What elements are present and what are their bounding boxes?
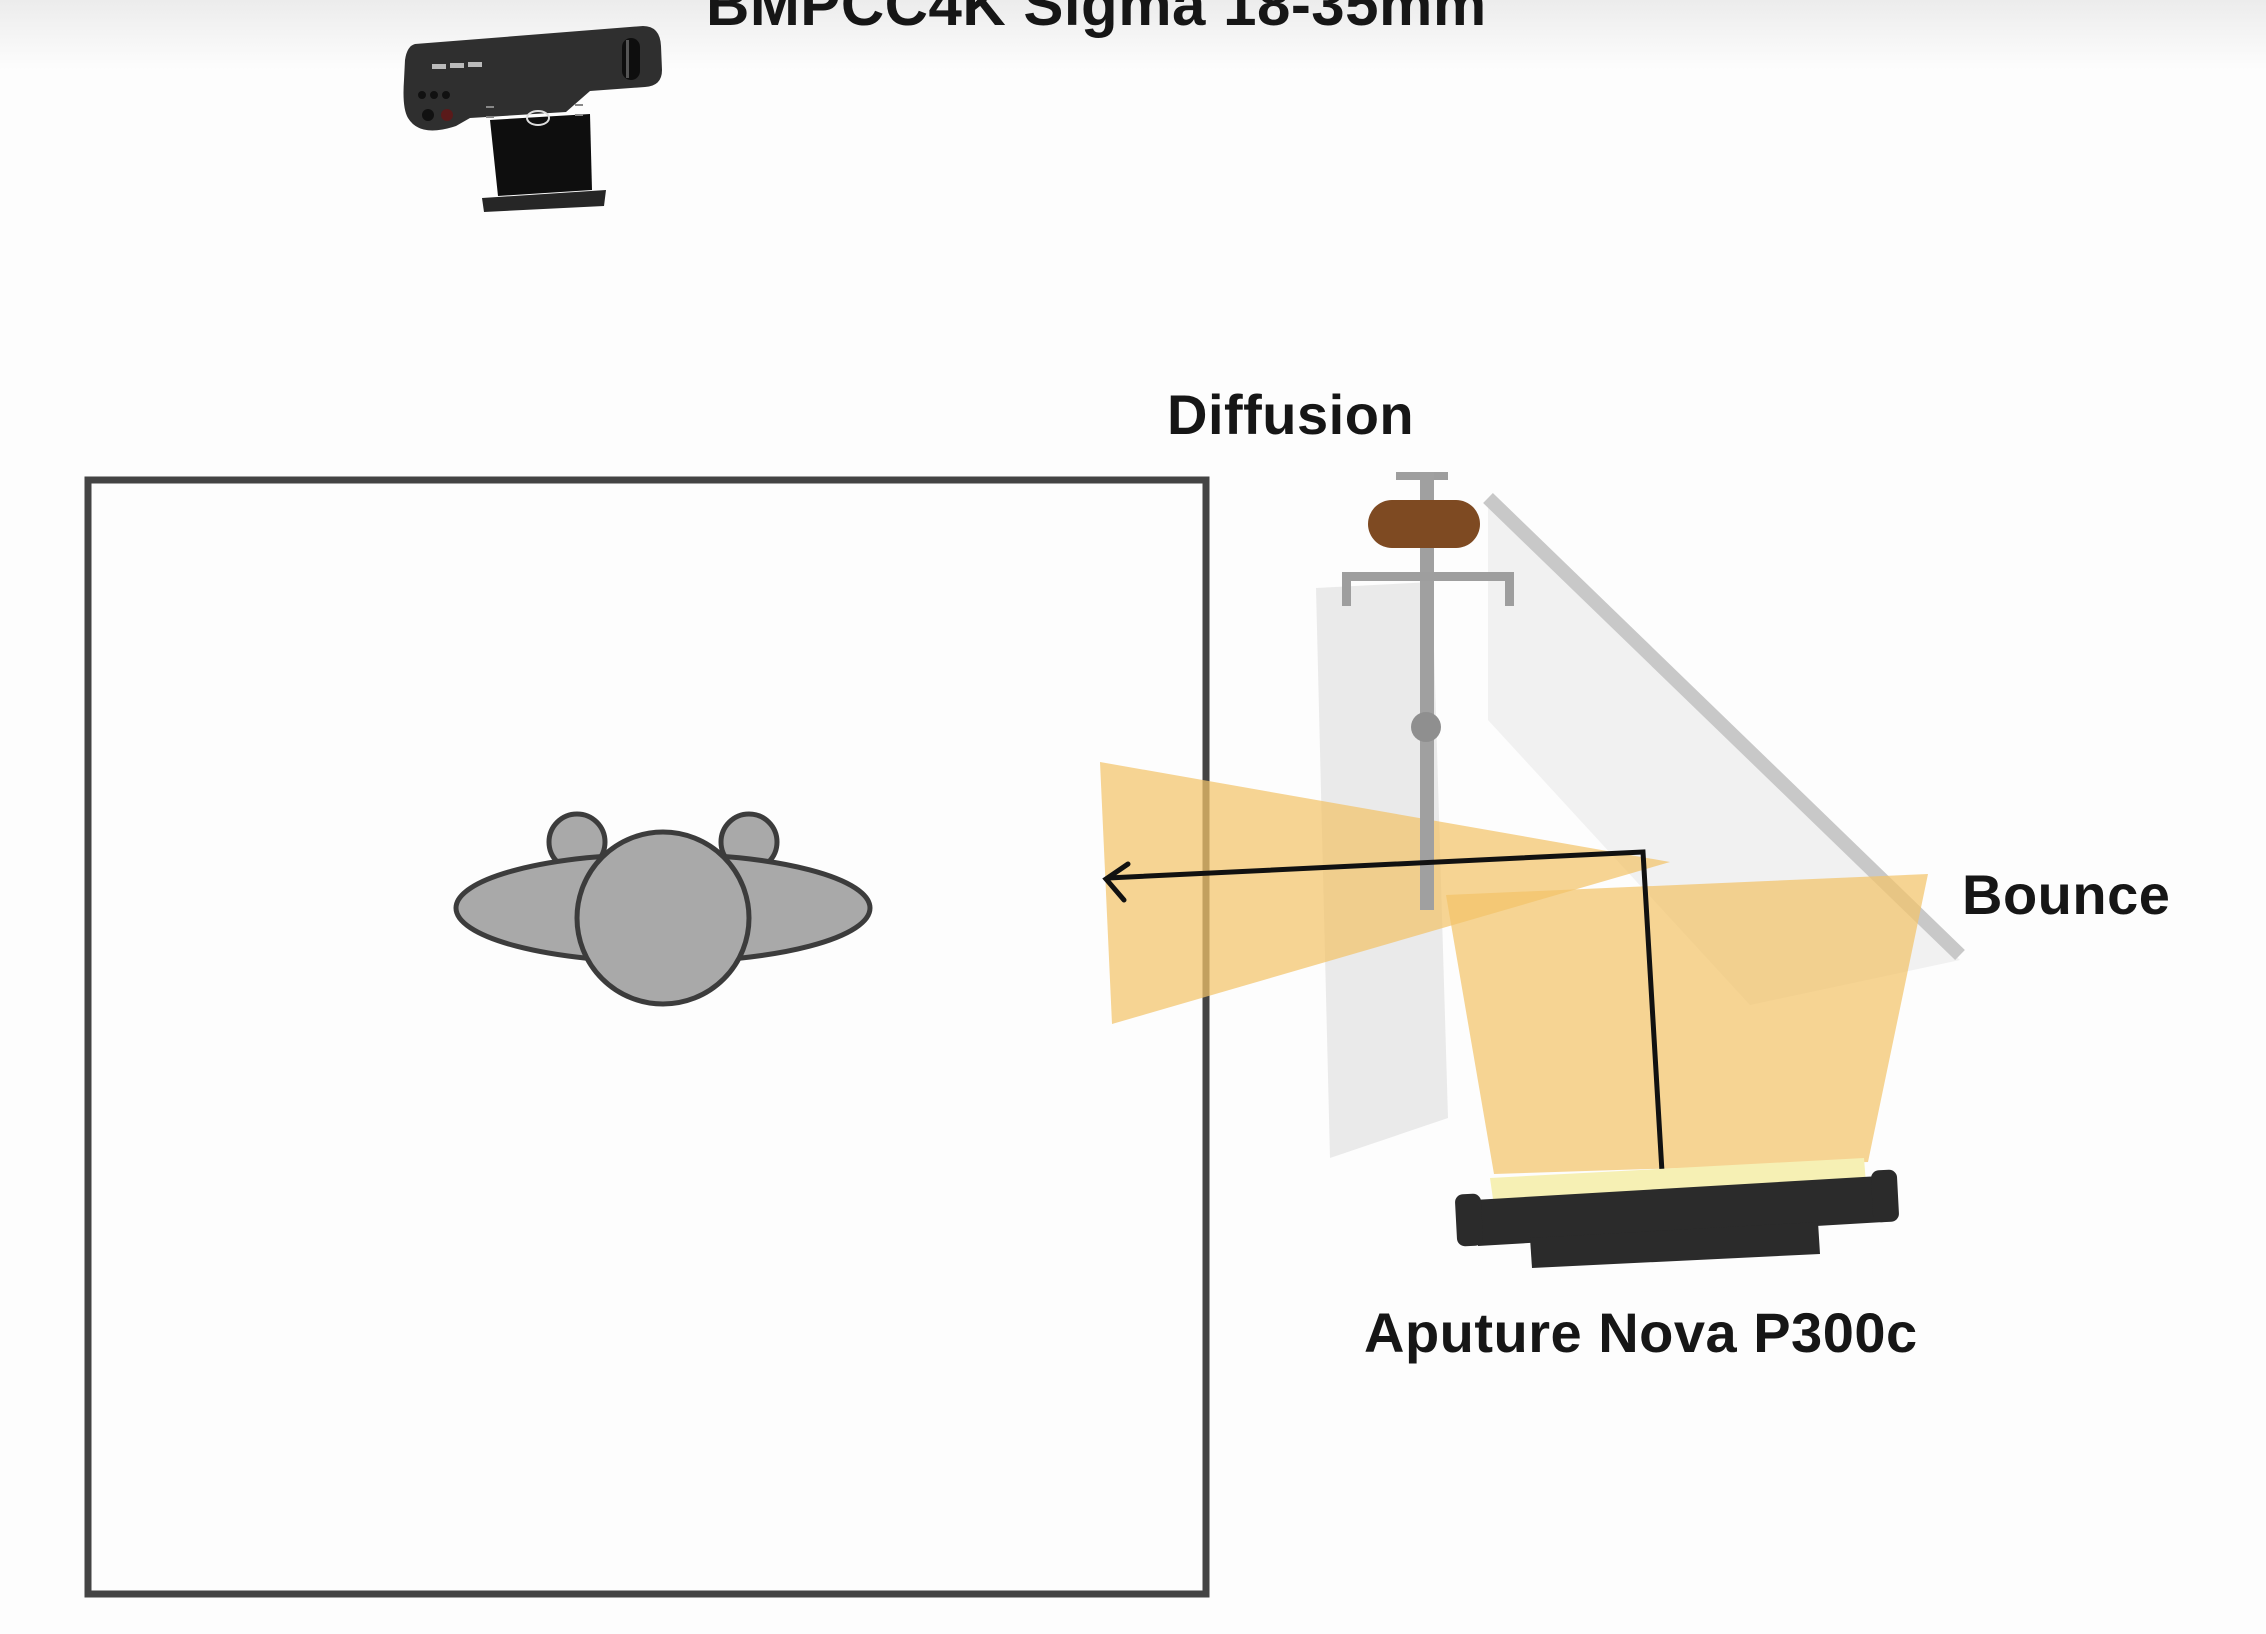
light-label: Aputure Nova P300c bbox=[1364, 1301, 1918, 1364]
top-fade bbox=[0, 0, 2266, 70]
c-stand-icon bbox=[1342, 472, 1514, 910]
led-panel-light-icon bbox=[1455, 1158, 1899, 1268]
camera-icon bbox=[403, 26, 662, 212]
bounce-label: Bounce bbox=[1962, 863, 2171, 926]
diffusion-label: Diffusion bbox=[1167, 383, 1415, 446]
light-path-arrow bbox=[1102, 849, 1665, 1175]
set-area bbox=[84, 476, 1210, 1598]
light-beam-key bbox=[1100, 762, 1670, 1024]
person-top-view-icon bbox=[453, 811, 873, 1007]
light-beam-up bbox=[1446, 874, 1928, 1174]
camera-label: BMPCC4K Sigma 18-35mm bbox=[706, 0, 1487, 38]
